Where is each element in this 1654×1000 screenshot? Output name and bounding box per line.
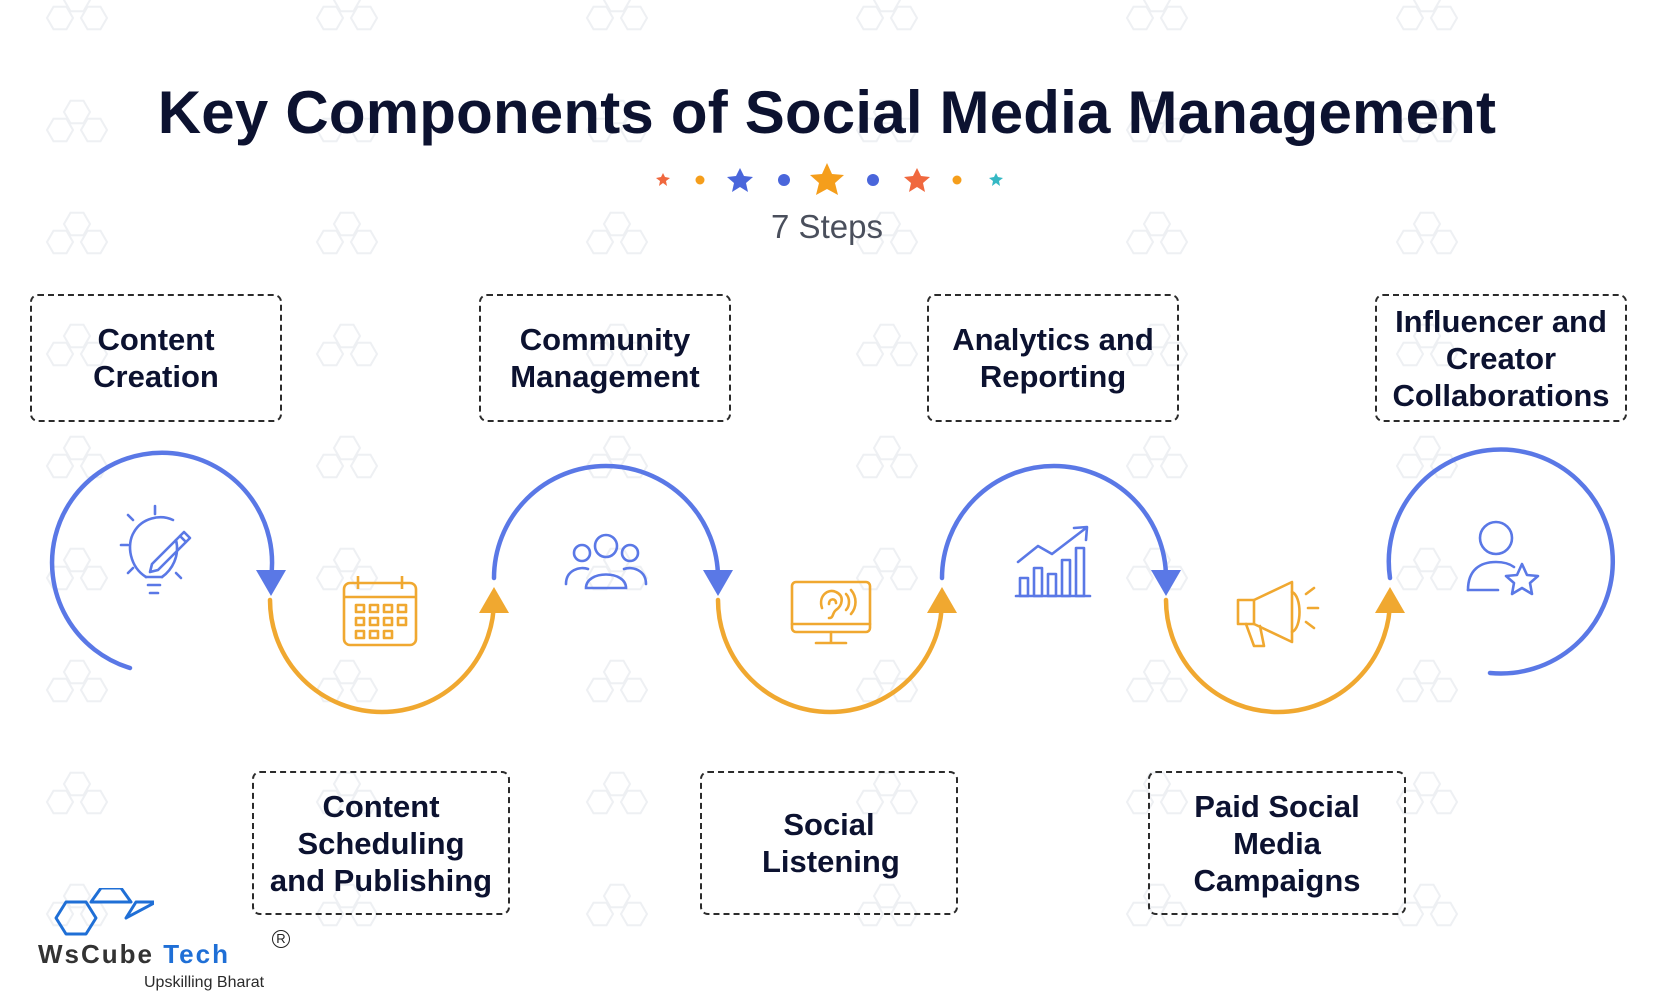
user-star-icon <box>1466 520 1540 596</box>
brand-name: WsCube Tech <box>38 939 230 969</box>
brand-tagline: Upskilling Bharat <box>144 974 265 991</box>
page-title: Key Components of Social Media Managemen… <box>157 79 1497 146</box>
lightbulb-pencil-icon <box>119 504 192 595</box>
hexagon-logo-icon <box>54 888 154 936</box>
flow-arc-5 <box>939 463 1169 581</box>
step-box-social-listening: Social Listening <box>700 771 958 915</box>
flow-arc-7 <box>1386 447 1616 676</box>
monitor-ear-icon <box>790 580 872 645</box>
step-box-influencer-collaborations: Influencer and Creator Collaborations <box>1375 294 1627 422</box>
step-box-content-creation: Content Creation <box>30 294 282 422</box>
bar-chart-growth-icon <box>1014 525 1092 598</box>
calendar-icon <box>342 576 418 647</box>
arrow-down-icon <box>1151 570 1181 596</box>
step-box-analytics-reporting: Analytics and Reporting <box>927 294 1179 422</box>
step-box-content-scheduling: Content Scheduling and Publishing <box>252 771 510 915</box>
flow-arc-4 <box>715 597 945 715</box>
step-box-paid-campaigns: Paid Social Media Campaigns <box>1148 771 1406 915</box>
registered-mark: R <box>272 930 290 948</box>
brand-logo: WsCube Tech R Upskilling Bharat <box>34 888 294 998</box>
arrow-down-icon <box>256 570 286 596</box>
arrow-down-icon <box>703 570 733 596</box>
flow-arc-2 <box>267 597 497 715</box>
arrow-up-icon <box>927 587 957 613</box>
people-group-icon <box>564 533 648 590</box>
flow-arc-3 <box>491 463 721 581</box>
flow-arc-6 <box>1163 597 1393 715</box>
step-box-community-management: Community Management <box>479 294 731 422</box>
megaphone-icon <box>1236 580 1320 648</box>
steps-subtitle: 7 Steps <box>771 208 883 245</box>
flow-arc-1 <box>49 450 275 671</box>
arrow-up-icon <box>1375 587 1405 613</box>
arrow-up-icon <box>479 587 509 613</box>
